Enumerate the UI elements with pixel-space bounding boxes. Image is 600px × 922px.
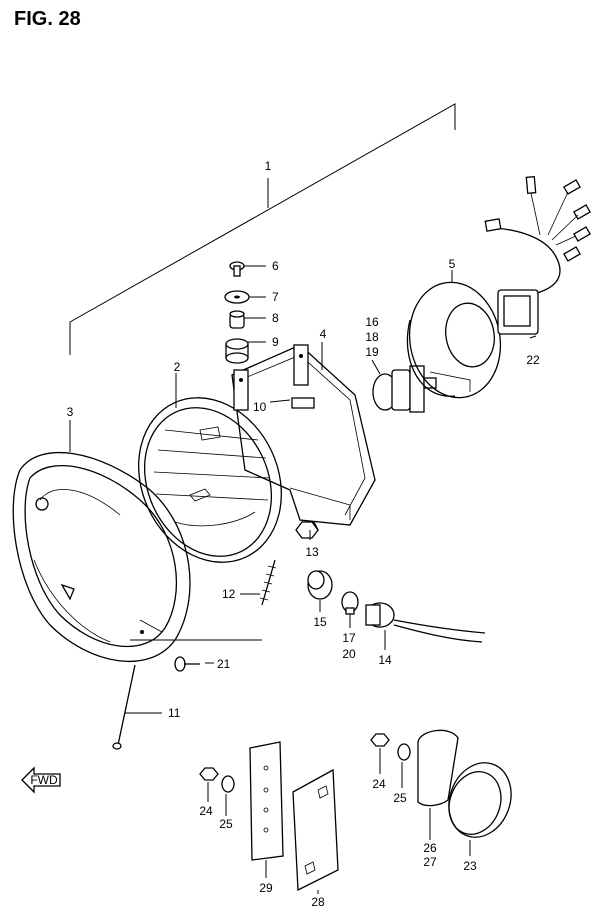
- callout-3: 3: [67, 405, 74, 419]
- reflector-29: [249, 741, 284, 861]
- screw-12: [259, 559, 277, 606]
- callout-2: 2: [174, 360, 181, 374]
- assembly-bracket: [69, 103, 456, 355]
- callout-15: 15: [313, 615, 327, 629]
- bulb-17: [341, 591, 359, 615]
- washer-25-left: [221, 775, 235, 793]
- callout-10: 10: [253, 400, 267, 414]
- callout-19: 19: [365, 345, 379, 359]
- nut-13: [295, 521, 319, 539]
- callout-24-left: 24: [199, 804, 213, 818]
- callout-5: 5: [449, 257, 456, 271]
- nut-24-left: [199, 767, 219, 781]
- screw-6: [229, 261, 245, 277]
- callout-8: 8: [272, 311, 279, 325]
- headlamp-rim: [12, 451, 191, 662]
- callout-24-right: 24: [372, 777, 386, 791]
- socket-assy-14: [365, 602, 486, 643]
- leader-lines: [69, 265, 537, 894]
- callout-9: 9: [272, 335, 279, 349]
- callout-16: 16: [365, 315, 379, 329]
- callout-13: 13: [305, 545, 319, 559]
- plate-26: [417, 729, 459, 807]
- reflector-28: [292, 768, 339, 892]
- callout-14: 14: [378, 653, 392, 667]
- nut-24-right: [370, 733, 390, 747]
- socket-15: [307, 570, 333, 600]
- callout-27: 27: [423, 855, 437, 869]
- callout-29: 29: [259, 881, 273, 895]
- callout-20: 20: [342, 647, 356, 661]
- callout-1: 1: [265, 159, 272, 173]
- callout-12: 12: [222, 587, 236, 601]
- screw-21: [174, 656, 200, 672]
- callout-23: 23: [463, 859, 477, 873]
- callout-labels: 1 2 3 4 5 6 7 8 9 10 11 12 13 14 15 16 1…: [67, 159, 540, 909]
- lens-unit: [138, 397, 282, 563]
- callout-25-right: 25: [393, 791, 407, 805]
- callout-25-left: 25: [219, 817, 233, 831]
- headlight-bulb: [372, 365, 437, 413]
- callout-21: 21: [217, 657, 231, 671]
- washer-7-hole: [234, 295, 240, 299]
- fwd-arrow: FWD: [21, 766, 61, 794]
- fwd-label: FWD: [30, 773, 58, 787]
- callout-18: 18: [365, 330, 379, 344]
- washer-25-right: [397, 743, 411, 761]
- lamp-23: [448, 762, 512, 838]
- callout-11: 11: [168, 706, 181, 720]
- grommet-9: [225, 338, 249, 364]
- callout-6: 6: [272, 259, 279, 273]
- wire-harness: [484, 175, 591, 335]
- screw-11: [112, 664, 136, 750]
- figure-title: FIG. 28: [14, 8, 81, 30]
- callout-28: 28: [311, 895, 325, 909]
- callout-4: 4: [320, 327, 327, 341]
- callout-26: 26: [423, 841, 437, 855]
- callout-22: 22: [526, 353, 540, 367]
- callout-17: 17: [342, 631, 356, 645]
- collar-8: [229, 310, 245, 329]
- callout-7: 7: [272, 290, 279, 304]
